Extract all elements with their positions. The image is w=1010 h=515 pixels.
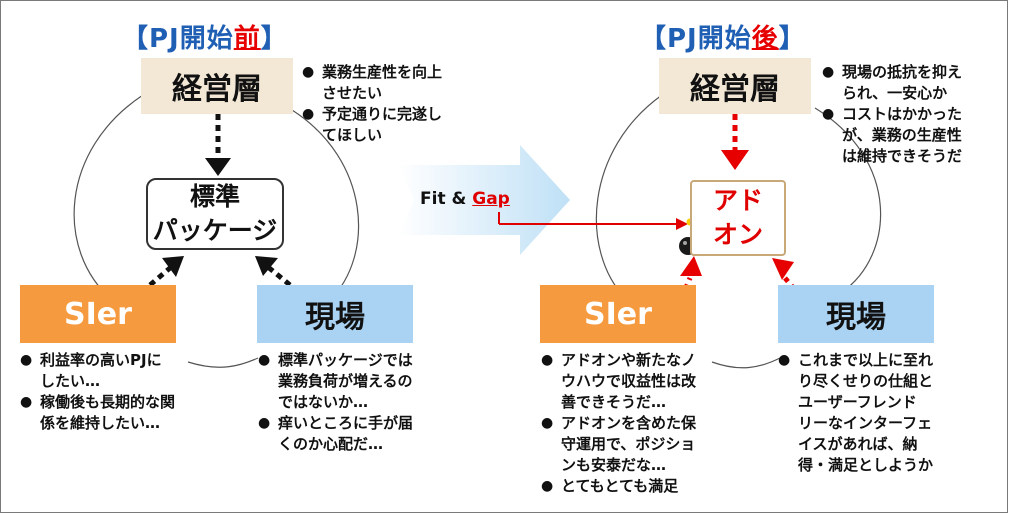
before-management-box: 経営層 [141, 58, 293, 114]
note-item: 利益率の高いPJにしたい… [20, 350, 175, 392]
gap-connector-line [498, 212, 688, 230]
before-title: 【PJ開始前】 [122, 24, 288, 54]
note-item: 稼働後も長期的な関係を維持したい… [20, 392, 175, 434]
before-arrow-genba-to-package [255, 256, 292, 287]
before-sler-box: SIer [20, 285, 176, 343]
note-item: 標準パッケージでは業務負荷が増えるのではないか… [258, 350, 413, 413]
after-management-box: 経営層 [659, 58, 811, 114]
after-arrow-management-to-addon [721, 114, 749, 170]
after-circle-left-arc [595, 94, 663, 299]
note-item: 痒いところに手が届くのか心配だ… [258, 413, 413, 455]
after-genba-box: 現場 [778, 285, 934, 343]
note-item: アドオンや新たなノウハウで収益性は改善できそうだ… [541, 350, 696, 413]
after-circle-bottom-arc [711, 357, 781, 369]
transition-chevron [398, 145, 570, 255]
before-arrow-sler-to-package [148, 256, 184, 287]
after-genba-notes: これまで以上に至れり尽くせりの仕組とユーザーフレンドリーなインターフェイスがあれ… [778, 350, 933, 476]
before-title-accent: 前 [233, 24, 261, 54]
gap-label: Gap [472, 189, 510, 209]
after-addon-box: アド オン [690, 180, 786, 256]
before-genba-box: 現場 [257, 285, 413, 343]
before-circle-left-arc [73, 94, 144, 301]
note-item: これまで以上に至れり尽くせりの仕組とユーザーフレンドリーなインターフェイスがあれ… [778, 350, 933, 476]
before-standard-package-box: 標準 パッケージ [146, 178, 284, 250]
after-sler-box: SIer [540, 285, 696, 343]
note-item: とてもとても満足 [541, 476, 696, 497]
fit-and-gap-label: Fit & Gap [420, 189, 510, 209]
before-arrow-management-to-package [205, 114, 231, 176]
before-circle-bottom-arc [187, 357, 259, 368]
after-title-accent: 後 [751, 24, 779, 54]
note-item: アドオンを含めた保守運用で、ポジションも安泰だな… [541, 413, 696, 476]
after-title: 【PJ開始後】 [640, 24, 806, 54]
